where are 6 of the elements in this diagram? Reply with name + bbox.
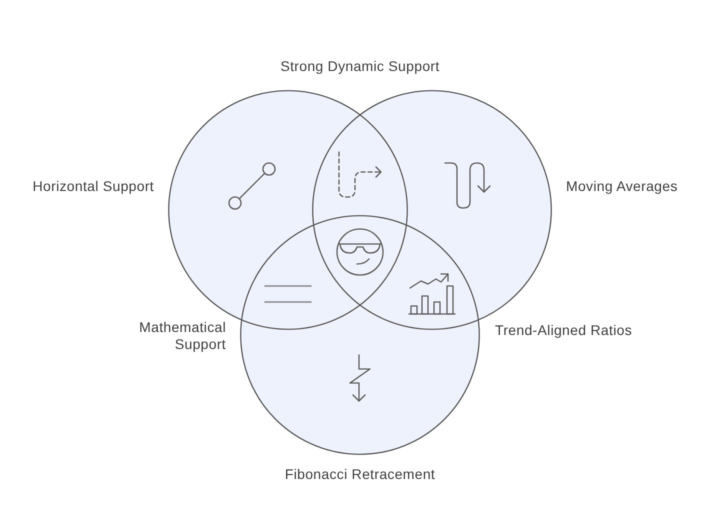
overlap-label: Mathematical Support — [138, 319, 226, 353]
overlap-label: Trend-Aligned Ratios — [495, 322, 633, 339]
circle-label: Horizontal Support — [32, 178, 154, 195]
overlap-label: Strong Dynamic Support — [279, 58, 441, 75]
circle-label: Fibonacci Retracement — [284, 466, 436, 483]
circle-label: Moving Averages — [566, 178, 678, 195]
